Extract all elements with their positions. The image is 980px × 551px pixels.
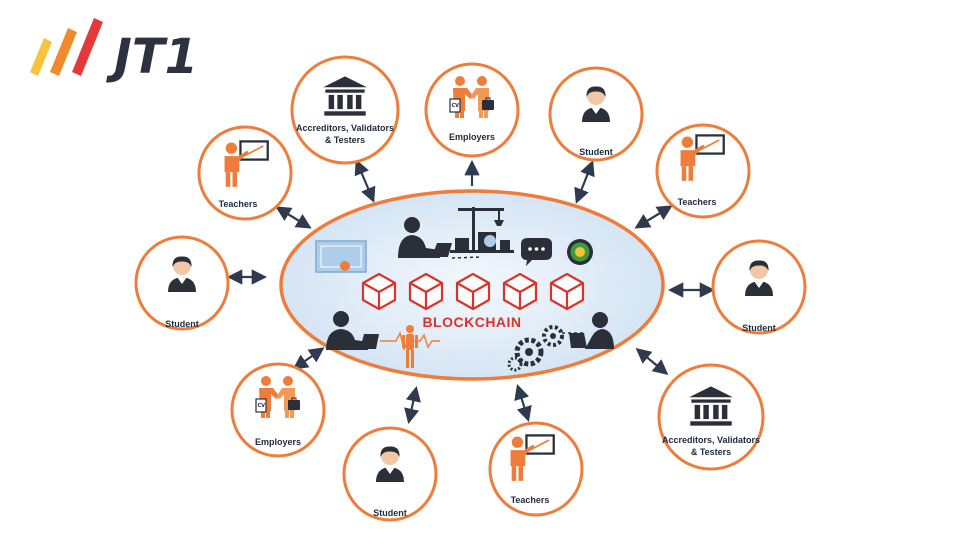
node-label: Student bbox=[742, 323, 776, 333]
connector-arrows bbox=[226, 159, 716, 425]
node-teachers-top-left: Teachers bbox=[197, 125, 293, 221]
logo-stripe-orange bbox=[50, 28, 77, 76]
node-employers-bottom-left: Employers bbox=[230, 362, 326, 458]
node-employers-top: Employers bbox=[424, 62, 520, 158]
node-label-line1: Accreditors, Validators bbox=[662, 435, 760, 445]
logo-stripe-red bbox=[72, 18, 103, 76]
node-label: Student bbox=[165, 319, 199, 329]
factory-icon bbox=[450, 207, 514, 253]
worker-laptop-icon bbox=[398, 217, 483, 259]
arrow-teachers-top-left bbox=[275, 206, 312, 229]
node-label-line1: Accreditors, Validators bbox=[296, 123, 394, 133]
node-label: Employers bbox=[255, 437, 301, 447]
gears-icon bbox=[507, 325, 564, 372]
node-label: Teachers bbox=[219, 199, 258, 209]
arrow-student-bottom bbox=[404, 385, 421, 425]
node-label-line2: & Testers bbox=[691, 447, 731, 457]
jt1-logo: JT1 bbox=[30, 18, 198, 85]
arrow-teachers-bottom bbox=[514, 384, 532, 422]
woman-laptop-icon bbox=[562, 312, 614, 349]
node-label: Employers bbox=[449, 132, 495, 142]
block-cube-icon bbox=[502, 272, 538, 311]
node-teachers-bottom: Teachers bbox=[488, 421, 584, 517]
node-accreditors-bottom-right: Accreditors, Validators & Testers bbox=[657, 363, 765, 471]
body-icon bbox=[402, 325, 418, 368]
node-label: Student bbox=[373, 508, 407, 518]
badge-icon bbox=[567, 239, 593, 265]
node-teachers-right: Teachers bbox=[655, 123, 751, 219]
arrow-student-top-right bbox=[574, 160, 595, 204]
node-label-line2: & Testers bbox=[325, 135, 365, 145]
certificate-icon bbox=[315, 240, 367, 273]
block-cube-icon bbox=[455, 272, 491, 311]
doctor-laptop-icon bbox=[326, 311, 379, 350]
block-cube-icon bbox=[549, 272, 585, 311]
node-student-bottom: Student bbox=[342, 426, 438, 522]
node-label: Student bbox=[579, 147, 613, 157]
logo-text: JT1 bbox=[106, 29, 198, 85]
node-student-top-right: Student bbox=[548, 66, 644, 162]
node-student-left: Student bbox=[134, 235, 230, 331]
arrow-accreditors-bottom-right bbox=[635, 348, 669, 375]
blockchain-hub: BLOCKCHAIN bbox=[279, 189, 665, 381]
node-label: Teachers bbox=[511, 495, 550, 505]
arrow-accreditors-top bbox=[354, 159, 376, 203]
node-accreditors-top: Accreditors, Validators & Testers bbox=[290, 55, 400, 165]
node-student-right: Student bbox=[711, 239, 807, 335]
blockchain-label: BLOCKCHAIN bbox=[422, 314, 521, 330]
logo-stripe-yellow bbox=[30, 38, 52, 76]
block-cube-icon bbox=[361, 272, 397, 311]
block-cube-icon bbox=[408, 272, 444, 311]
arrow-teachers-right bbox=[634, 205, 673, 229]
chat-bubble-icon bbox=[521, 238, 552, 266]
arrow-employers-bottom-left bbox=[292, 347, 325, 370]
node-label: Teachers bbox=[678, 197, 717, 207]
